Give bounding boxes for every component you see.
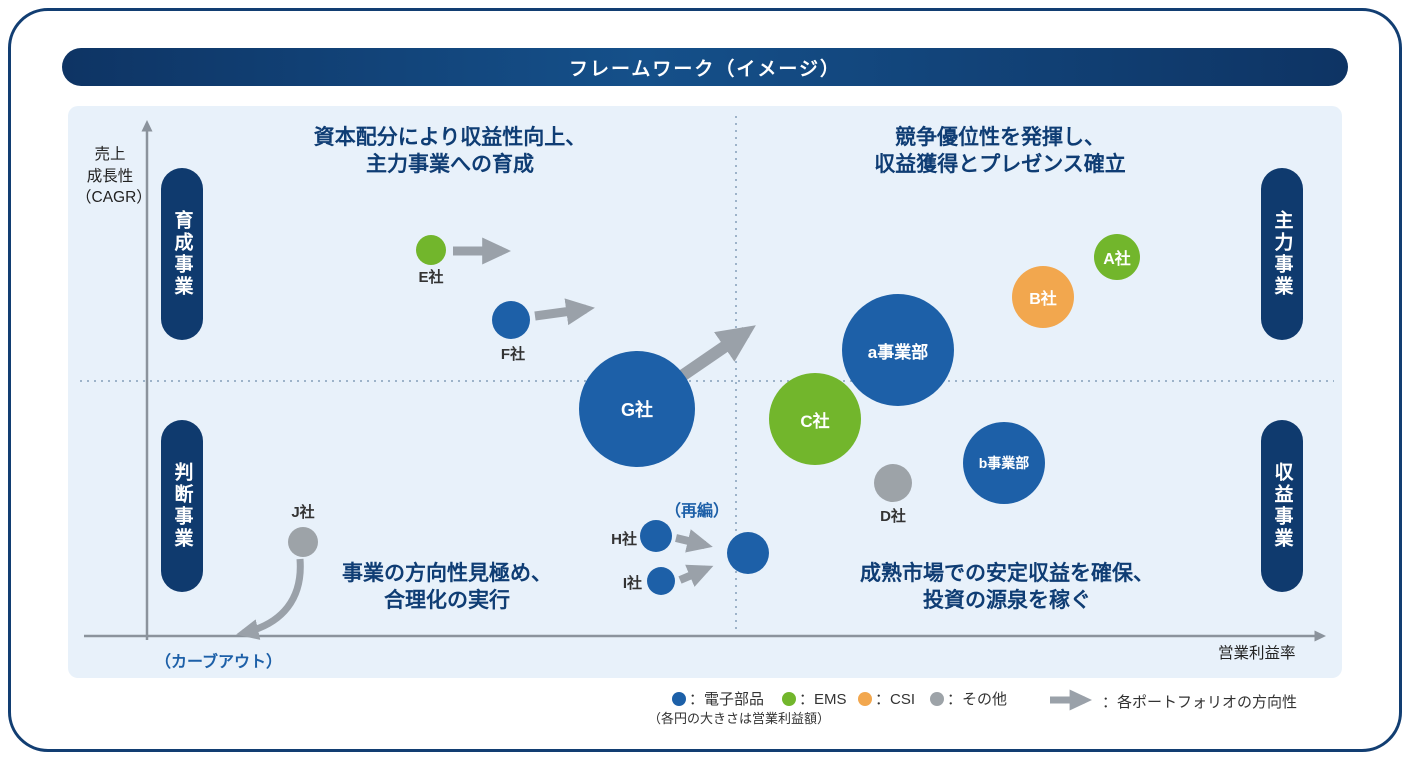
bubble-d-label: D社: [880, 508, 906, 525]
bubble-b-company-label: B社: [1029, 291, 1057, 308]
csi-dot-icon: [858, 691, 872, 706]
note-bottom-right: 成熟市場での安定収益を確保、 投資の源泉を稼ぐ: [860, 562, 1154, 613]
bubble-j-label: J社: [291, 504, 315, 521]
bubble-f-label: F社: [500, 346, 526, 363]
legend-size-note: （各円の大きさは営業利益額）: [648, 711, 831, 726]
bubble-b-division-label: b事業部: [978, 455, 1030, 471]
bubble-merged: [727, 532, 769, 574]
pill-profit-label: 収益事業: [1271, 462, 1293, 550]
ems-dot-icon: [782, 691, 796, 706]
pill-judgement-business: 判断事業: [161, 420, 203, 592]
bubble-e-label: E社: [418, 269, 444, 286]
pill-core-business: 主力事業: [1261, 168, 1303, 340]
bubble-g-label: G社: [620, 400, 653, 420]
bubble-c-company-label: C社: [800, 411, 830, 431]
y-axis-label: 売上 成長性 （CAGR）: [76, 146, 152, 207]
legend-arrow-label: ：各ポートフォリオの方向性: [1102, 694, 1298, 711]
bubble-a-division-label: a事業部: [867, 342, 929, 362]
note-top-left: 資本配分により収益性向上、 主力事業への育成: [313, 126, 587, 177]
pill-growth-label: 育成事業: [171, 210, 193, 298]
bubble-b-company: B社: [1012, 266, 1074, 328]
legend-item-electronic-components: ：電子部品: [672, 688, 764, 709]
pill-growth-business: 育成事業: [161, 168, 203, 340]
bubble-c-company: C社: [769, 373, 861, 465]
title-bar: フレームワーク（イメージ）: [62, 48, 1348, 86]
pill-judgement-label: 判断事業: [171, 462, 193, 550]
x-axis-label: 営業利益率: [1218, 645, 1296, 662]
bubble-i-label: I社: [622, 575, 642, 592]
bubble-h-company: [640, 520, 672, 552]
bubble-g-company: G社: [579, 351, 695, 467]
bubble-b-division: b事業部: [963, 422, 1045, 504]
bubble-e-company: [416, 235, 446, 265]
saihen-label: （再編）: [664, 503, 729, 520]
electronic-components-dot-icon: [672, 691, 686, 706]
bubble-d-company: [874, 464, 912, 502]
bubble-a-division: a事業部: [842, 294, 954, 406]
bubble-a-company-label: A社: [1103, 251, 1131, 268]
legend-electronic-components-label: ：電子部品: [689, 691, 765, 708]
page-title: フレームワーク（イメージ）: [568, 58, 842, 80]
pill-profit-business: 収益事業: [1261, 420, 1303, 592]
legend-item-other: ：その他: [930, 688, 1007, 709]
note-top-right: 競争優位性を発揮し、 収益獲得とプレゼンス確立: [874, 126, 1126, 177]
legend-csi-label: ：CSI: [875, 691, 916, 708]
bubble-f-company: [492, 301, 530, 339]
legend-item-csi: ：CSI: [858, 688, 915, 709]
bubble-i-company: [647, 567, 675, 595]
carveout-label: （カーブアウト）: [155, 654, 283, 671]
bubble-a-company: A社: [1094, 234, 1140, 280]
bubble-h-label: H社: [611, 531, 637, 548]
bubble-j-company: [288, 527, 318, 557]
legend-item-ems: ：EMS: [782, 688, 847, 709]
legend-ems-label: ：EMS: [799, 691, 847, 708]
pill-core-label: 主力事業: [1271, 210, 1293, 298]
note-bottom-left: 事業の方向性見極め、 合理化の実行: [342, 562, 552, 613]
other-dot-icon: [930, 691, 944, 706]
legend-other-label: ：その他: [947, 691, 1008, 708]
